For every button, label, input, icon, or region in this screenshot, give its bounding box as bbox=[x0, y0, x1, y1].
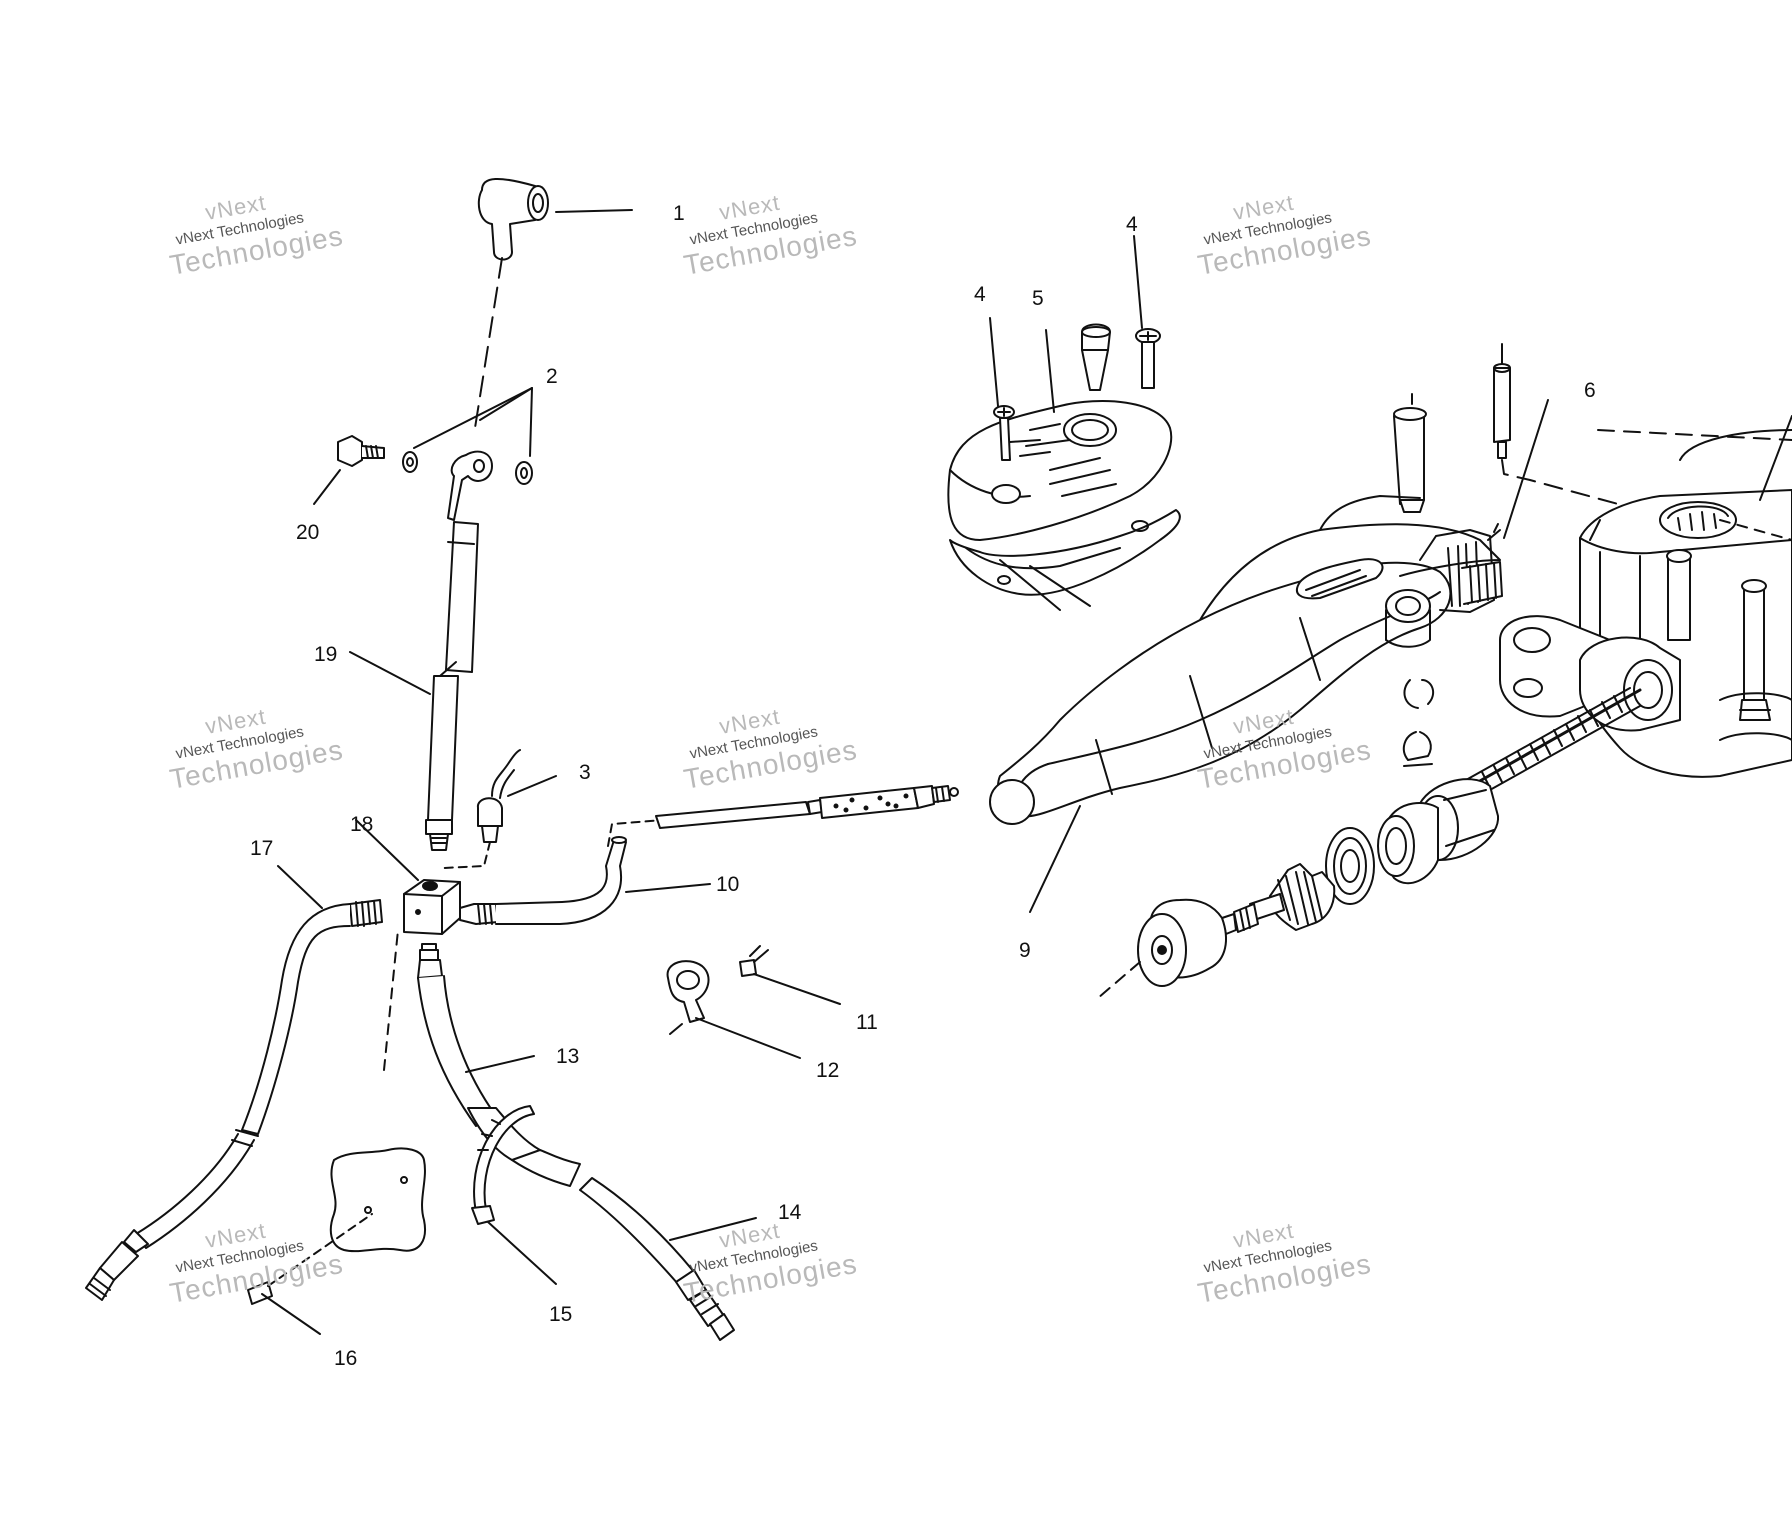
part-4-screw-left bbox=[993, 405, 1015, 461]
leader-15 bbox=[487, 1221, 557, 1285]
callout-4b: 4 bbox=[1126, 213, 1138, 236]
leader-12b bbox=[669, 1023, 683, 1035]
leader-5 bbox=[1045, 329, 1055, 413]
part-15-clamp bbox=[471, 1105, 535, 1225]
part-2-washers bbox=[402, 450, 533, 521]
callout-12: 12 bbox=[816, 1059, 840, 1082]
callout-18: 18 bbox=[350, 813, 374, 836]
callout-11: 11 bbox=[856, 1011, 878, 1034]
callout-13: 13 bbox=[556, 1045, 580, 1068]
clip-lower bbox=[1402, 731, 1433, 767]
dash-10 bbox=[607, 819, 665, 847]
callout-19: 19 bbox=[314, 643, 338, 666]
dash-pin bbox=[1501, 459, 1641, 511]
dash-3 bbox=[443, 841, 491, 869]
part-18-block bbox=[403, 879, 461, 935]
leader-1 bbox=[555, 209, 633, 213]
leader-2b bbox=[529, 387, 533, 457]
callout-3: 3 bbox=[579, 761, 591, 784]
leader-12 bbox=[695, 1017, 801, 1059]
part-plug bbox=[1081, 323, 1111, 391]
part-pin-left bbox=[1393, 393, 1427, 513]
callout-17: 17 bbox=[250, 837, 274, 860]
master-cylinder-housing bbox=[1499, 415, 1792, 778]
leader-13 bbox=[465, 1055, 535, 1073]
end-cap bbox=[1137, 898, 1227, 987]
callout-5: 5 bbox=[1032, 287, 1044, 310]
leader-3 bbox=[507, 775, 557, 797]
leader-4a bbox=[989, 317, 999, 407]
leader-6 bbox=[1503, 399, 1549, 539]
boot-rod bbox=[1221, 863, 1336, 935]
callout-2: 2 bbox=[546, 365, 558, 388]
callout-1: 1 bbox=[673, 202, 685, 225]
callout-15: 15 bbox=[549, 1303, 573, 1326]
part-11-12-clip bbox=[666, 945, 769, 1023]
part-3-switch bbox=[476, 749, 521, 843]
part-upper-line bbox=[655, 785, 959, 829]
leader-16 bbox=[261, 1293, 321, 1335]
part-5-cover bbox=[947, 400, 1181, 611]
piston bbox=[1325, 778, 1500, 905]
leader-18 bbox=[355, 819, 419, 881]
part-1-tee-fitting bbox=[477, 177, 549, 261]
dash-18 bbox=[383, 929, 399, 1071]
leader-2c bbox=[413, 387, 533, 449]
callout-14: 14 bbox=[778, 1201, 802, 1224]
part-pin-right bbox=[1493, 343, 1511, 459]
leader-10 bbox=[625, 883, 711, 893]
leader-11 bbox=[753, 973, 841, 1005]
leader-20 bbox=[313, 469, 341, 505]
leader-9 bbox=[1029, 805, 1081, 913]
part-13-14-hose bbox=[417, 943, 735, 1341]
callout-6: 6 bbox=[1584, 379, 1596, 402]
part-19-hose bbox=[425, 521, 479, 851]
callout-9: 9 bbox=[1019, 939, 1031, 962]
clip-left bbox=[1403, 679, 1435, 709]
part-10-elbow-hose bbox=[459, 836, 627, 925]
leader-14 bbox=[669, 1217, 757, 1241]
dash-end bbox=[1097, 961, 1141, 999]
part-20-bolt bbox=[337, 435, 385, 467]
leader-17 bbox=[277, 865, 323, 909]
callout-4a: 4 bbox=[974, 283, 986, 306]
leader-19 bbox=[349, 651, 431, 695]
leader-4b bbox=[1133, 235, 1143, 329]
callout-20: 20 bbox=[296, 521, 320, 544]
dash-1 bbox=[474, 257, 503, 429]
callout-16: 16 bbox=[334, 1347, 358, 1370]
callout-10: 10 bbox=[716, 873, 740, 896]
part-9-lever bbox=[989, 495, 1503, 825]
dash-16 bbox=[267, 1213, 373, 1287]
part-17-hose bbox=[85, 899, 383, 1301]
part-4-screw-right bbox=[1135, 328, 1161, 389]
